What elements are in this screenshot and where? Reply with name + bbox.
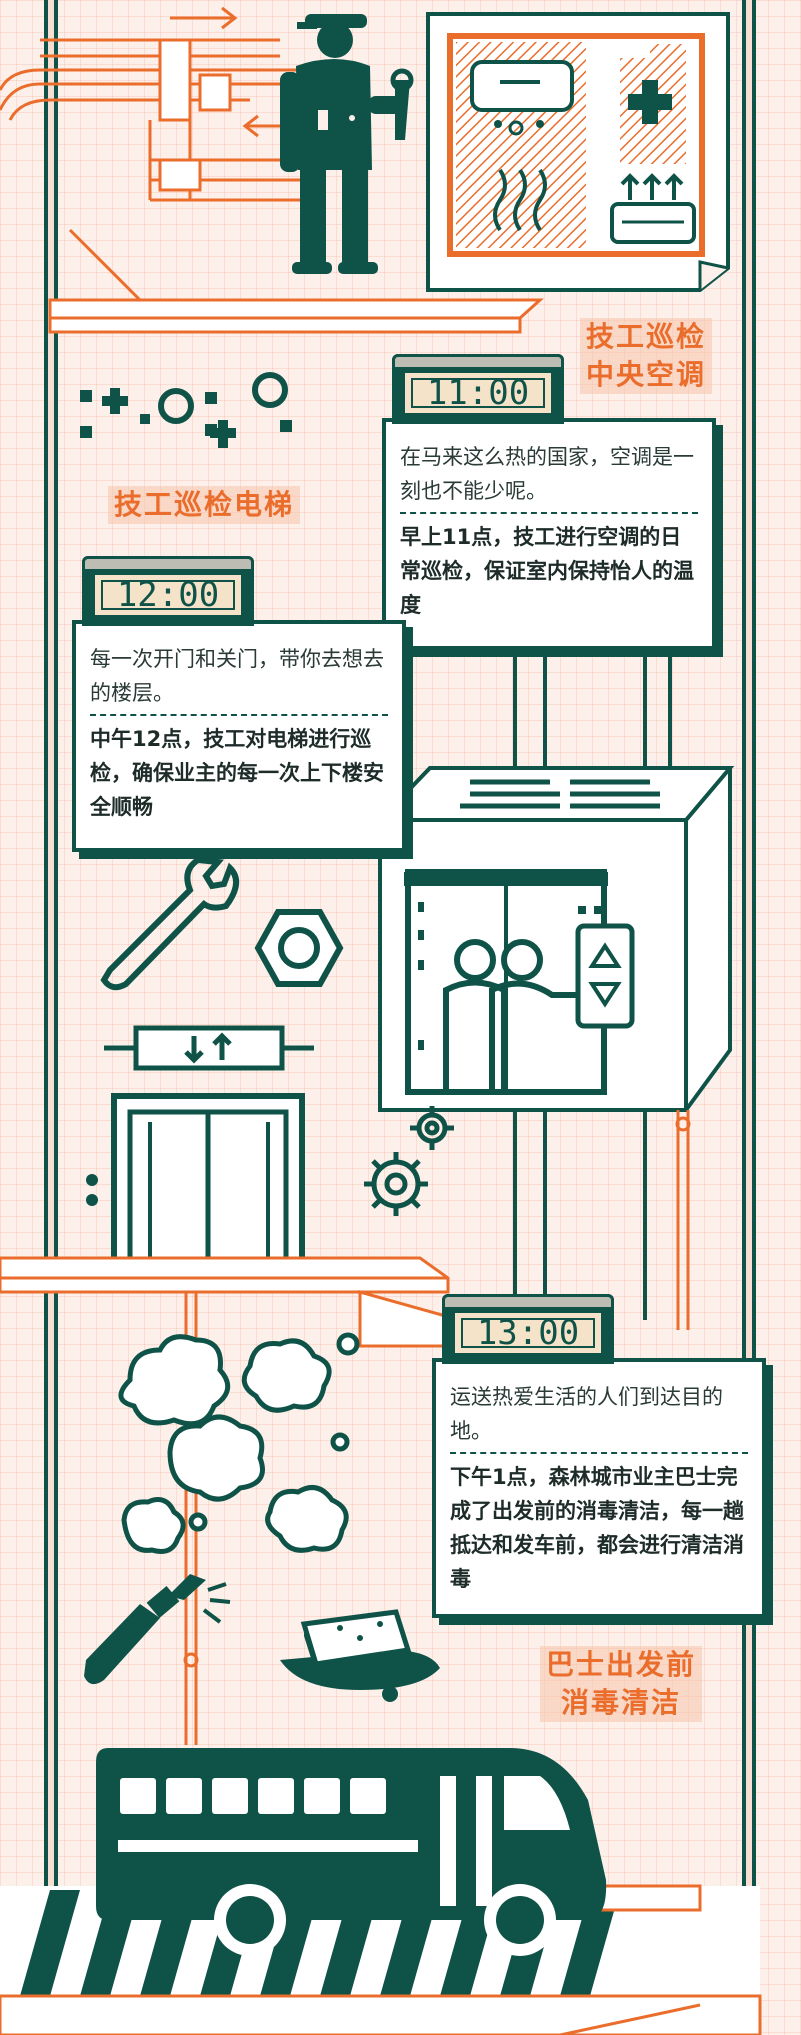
spray-bottle-icon [84, 1574, 231, 1685]
caption-elevator-line1: 技工巡检电梯 [108, 486, 301, 524]
bubbles-icon [118, 1332, 360, 1554]
clock-time: 13:00 [461, 1313, 595, 1353]
technician-icon [280, 14, 414, 274]
left-wall [44, 0, 58, 2035]
caption-ac: 技工巡检 中央空调 [580, 318, 713, 394]
card-intro: 运送热爱生活的人们到达目的地。 [450, 1385, 723, 1443]
elevator-door-icon [86, 1025, 314, 1275]
air-conditioner-icon [426, 12, 730, 292]
clock-face: 11:00 [402, 370, 554, 416]
duct-pipes [0, 38, 300, 202]
clock-face: 13:00 [452, 1310, 604, 1356]
middle-floor [0, 1256, 462, 1348]
clock-cap [82, 556, 254, 572]
sponge-icon [280, 1609, 440, 1702]
nut-icon [254, 909, 344, 987]
clock-cap [442, 1294, 614, 1310]
caption-bus-line1: 巴士出发前 [540, 1646, 703, 1684]
caption-ac-line2: 中央空调 [580, 356, 713, 394]
clock-elevator: 12:00 [82, 556, 254, 626]
info-card-ac: 在马来这么热的国家，空调是一刻也不能少呢。 早上11点，技工进行空调的日常巡检，… [382, 418, 716, 650]
bus-icon [96, 1748, 607, 1956]
info-card-bus: 运送热爱生活的人们到达目的地。 下午1点，森林城市业主巴士完成了出发前的消毒清洁… [432, 1358, 766, 1618]
clock-time: 11:00 [411, 373, 545, 413]
info-card-elevator: 每一次开门和关门，带你去想去的楼层。 中午12点，技工对电梯进行巡检，确保业主的… [72, 620, 406, 852]
clock-cap [392, 354, 564, 370]
decorative-dots [80, 372, 292, 448]
divider [400, 512, 698, 514]
caption-elevator: 技工巡检电梯 [108, 486, 301, 524]
caption-bus: 巴士出发前 消毒清洁 [540, 1646, 703, 1722]
flow-arrows [170, 6, 280, 138]
top-floor [48, 228, 544, 334]
card-intro: 在马来这么热的国家，空调是一刻也不能少呢。 [400, 445, 694, 503]
gear-icon [364, 1106, 454, 1216]
card-detail: 下午1点，森林城市业主巴士完成了出发前的消毒清洁，每一趟抵达和发车前，都会进行清… [450, 1465, 744, 1591]
clock-face: 12:00 [92, 572, 244, 618]
elevator-icon [375, 766, 735, 1112]
clock-bus: 13:00 [442, 1294, 614, 1364]
caption-bus-line2: 消毒清洁 [540, 1684, 703, 1722]
divider [450, 1452, 748, 1454]
card-detail: 早上11点，技工进行空调的日常巡检，保证室内保持怡人的温度 [400, 525, 694, 617]
divider [90, 714, 388, 716]
clock-ac: 11:00 [392, 354, 564, 424]
card-intro: 每一次开门和关门，带你去想去的楼层。 [90, 647, 384, 705]
card-detail: 中午12点，技工对电梯进行巡检，确保业主的每一次上下楼安全顺畅 [90, 727, 384, 819]
caption-ac-line1: 技工巡检 [580, 318, 713, 356]
wrench-icon [100, 856, 239, 991]
clock-time: 12:00 [101, 575, 235, 615]
